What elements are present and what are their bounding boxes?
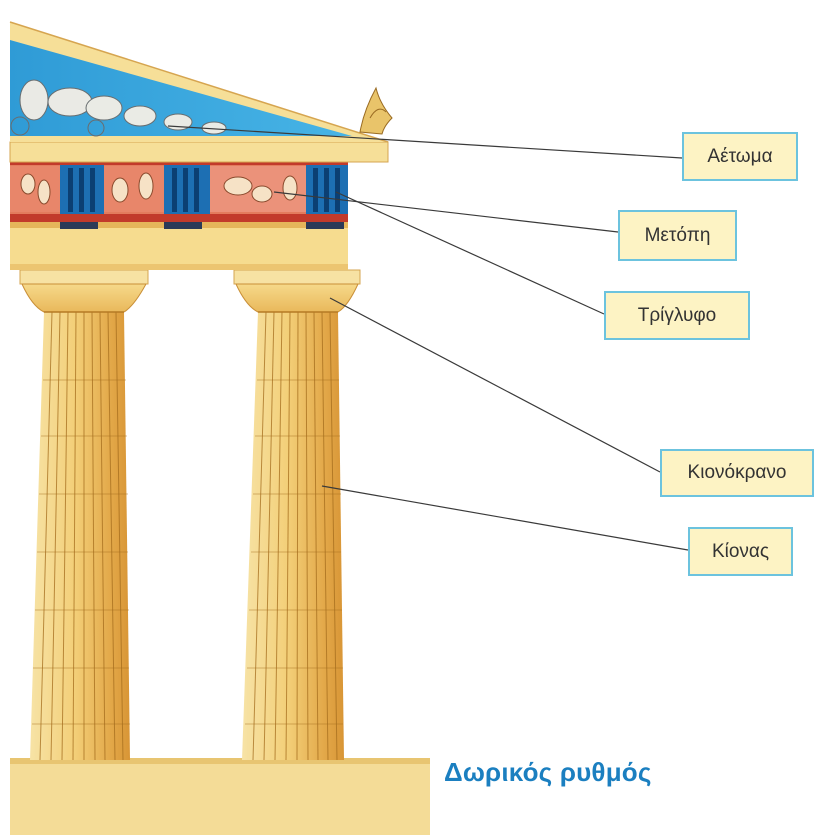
label-kionokrano: Κιονόκρανο: [660, 449, 814, 497]
metope-1: [10, 166, 60, 212]
leader-kionas: [322, 486, 688, 550]
label-metopi: Μετόπη: [618, 210, 737, 261]
pediment: [10, 22, 388, 142]
triglyph-2: [164, 164, 210, 214]
capital-left: [20, 270, 148, 312]
frieze: [10, 160, 348, 214]
label-kionas: Κίονας: [688, 527, 793, 576]
architrave: [10, 222, 348, 270]
diagram-caption: Δωρικός ρυθμός: [444, 757, 652, 788]
cornice: [10, 142, 388, 162]
column-right: [242, 312, 344, 760]
stylobate: [10, 758, 430, 835]
triglyph-1: [60, 164, 104, 214]
acroterion: [360, 88, 392, 134]
label-aetoma: Αέτωμα: [682, 132, 798, 181]
leader-triglyfo: [336, 192, 604, 314]
label-triglyfo: Τρίγλυφο: [604, 291, 750, 340]
triglyph-3: [306, 164, 348, 214]
column-left: [30, 312, 130, 760]
capital-right: [234, 270, 360, 312]
